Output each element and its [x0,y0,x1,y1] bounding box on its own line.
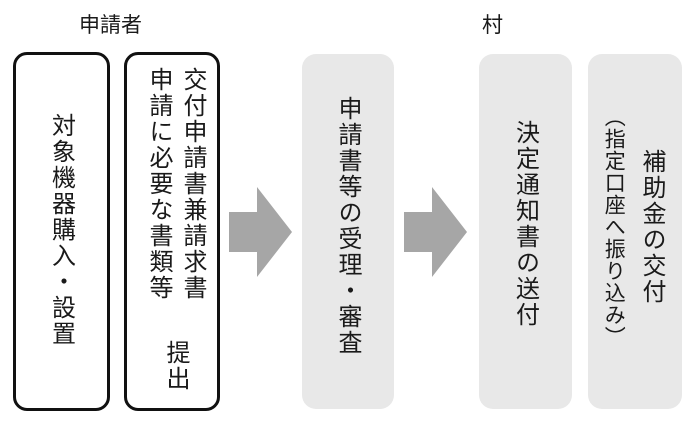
flow-arrow-2 [404,187,467,277]
step-submit-box: 交付申請書兼請求書 申請に必要な書類等 提出 [124,52,220,411]
step-submit-line1: 交付申請書兼請求書 [179,67,207,301]
step-review-box: 申請書等の受理・審査 [302,54,394,409]
step-grant-box: 補助金の交付 （指定口座へ振り込み） [588,54,682,409]
step-submit-line2: 申請に必要な書類等 [145,67,173,301]
step-grant-note: （指定口座へ振り込み） [602,106,627,348]
step-review-text: 申請書等の受理・審査 [334,96,362,356]
group-label-applicant: 申請者 [79,13,142,37]
step-notice-box: 決定通知書の送付 [479,54,572,409]
step-notice-text: 決定通知書の送付 [511,120,540,328]
group-label-village: 村 [482,13,503,37]
step-purchase-text: 対象機器購入・設置 [47,113,76,347]
step-grant-main: 補助金の交付 [638,149,666,305]
step-submit-action: 提出 [162,340,190,392]
flow-arrow-1 [229,187,292,277]
step-purchase-box: 対象機器購入・設置 [13,52,110,411]
